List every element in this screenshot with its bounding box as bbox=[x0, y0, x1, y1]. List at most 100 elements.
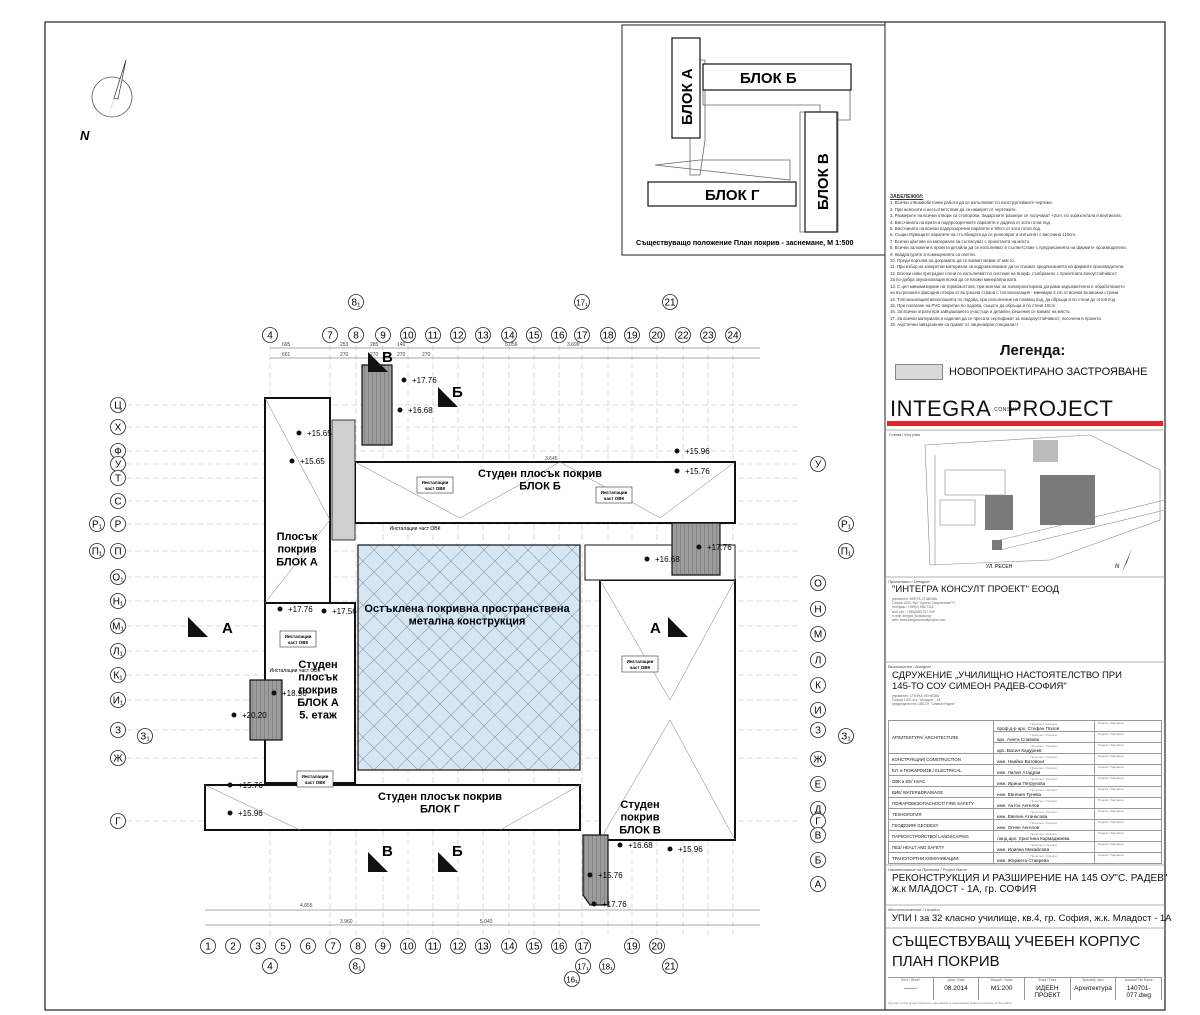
team-member: инж. Ирина Петрунова bbox=[997, 780, 1046, 786]
section-marker-А: А bbox=[188, 617, 233, 637]
team-member: инж. Антон Ангелов bbox=[997, 802, 1040, 808]
team-role: ЕЛ. и ПОЖАРОИЗВ./ ELECTRICAL bbox=[888, 764, 994, 776]
svg-text:П: П bbox=[114, 547, 121, 558]
grid-column-lower-2: 17₁ bbox=[575, 958, 591, 974]
grid-row-right-16: Б bbox=[810, 852, 826, 868]
grid-column-top-7: 7 bbox=[322, 327, 338, 343]
grid-column-top-11: 11 bbox=[425, 327, 441, 343]
grid-column-bottom-15: 15 bbox=[526, 938, 542, 954]
dimension-label: 5.056 bbox=[505, 342, 518, 348]
svg-text:+15.76: +15.76 bbox=[685, 467, 710, 476]
dimension-label: 4.055 bbox=[300, 903, 313, 909]
svg-text:Б: Б bbox=[815, 856, 822, 867]
svg-text:+16.68: +16.68 bbox=[655, 555, 680, 564]
team-role: ТРАНСПОРТНИ КОМУНИКАЦИИ bbox=[888, 852, 994, 864]
dimension-label: 3.645 bbox=[545, 456, 558, 462]
grid-column-upper-0: 8₁ bbox=[348, 294, 364, 310]
svg-text:Ж: Ж bbox=[813, 755, 823, 766]
grid-row-right-1: Р₁ bbox=[838, 516, 854, 532]
inset-block-a: БЛОК А bbox=[679, 68, 696, 125]
svg-text:С: С bbox=[114, 497, 121, 508]
inset-block-v: БЛОК В bbox=[815, 153, 832, 210]
grid-column-top-24: 24 bbox=[725, 327, 741, 343]
svg-text:17: 17 bbox=[576, 331, 588, 342]
svg-text:14: 14 bbox=[503, 942, 515, 953]
signature-field: Подпис / Signature bbox=[1094, 819, 1162, 831]
new-stair-tower-south bbox=[582, 834, 609, 906]
grid-column-top-22: 22 bbox=[675, 327, 691, 343]
signature-field: Подпис / Signature bbox=[1094, 764, 1162, 776]
location-caption: Местоположение / Location bbox=[888, 907, 940, 912]
elevation-mark: +16.68 bbox=[397, 406, 433, 415]
elevation-mark: +16.68 bbox=[644, 555, 680, 564]
signature-field: Подпис / Signature bbox=[1094, 786, 1162, 798]
svg-text:17₁: 17₁ bbox=[577, 963, 589, 972]
name-caption: Проектант / Designer bbox=[1030, 743, 1058, 748]
name-caption: Проектант / Designer bbox=[1030, 820, 1058, 825]
svg-text:18₁: 18₁ bbox=[601, 963, 613, 972]
svg-text:8: 8 bbox=[355, 942, 361, 953]
grid-column-bottom-19: 19 bbox=[624, 938, 640, 954]
note-item: 18. Акустични завършения са правят от ли… bbox=[890, 322, 1019, 328]
sheet-border bbox=[44, 21, 1166, 1011]
dimension-label: 661 bbox=[282, 352, 291, 358]
grid-column-bottom-10: 10 bbox=[400, 938, 416, 954]
signature-field: Подпис / Signature bbox=[1094, 841, 1162, 853]
block-v-roof bbox=[599, 579, 736, 841]
grid-column-bottom-3: 3 bbox=[250, 938, 266, 954]
svg-text:7: 7 bbox=[330, 942, 336, 953]
svg-text:19: 19 bbox=[626, 942, 638, 953]
name-caption: Проектант / Designer bbox=[1030, 732, 1058, 737]
svg-text:Г: Г bbox=[815, 817, 821, 828]
grid-row-left-15: И₁ bbox=[110, 692, 126, 708]
team-role: ПБЗ/ HEALT AND SAFETY bbox=[888, 841, 994, 853]
note-item: 8. Всички заложени в проекта детайли да … bbox=[890, 245, 1127, 251]
dimension-label: 270 bbox=[370, 352, 379, 358]
elevation-mark: +15.76 bbox=[587, 871, 623, 880]
svg-text:14: 14 bbox=[503, 331, 515, 342]
grid-row-left-17: З₁ bbox=[137, 728, 153, 744]
svg-text:+15.65: +15.65 bbox=[300, 457, 325, 466]
note-item: 10. Преди поръчка на дограмата да се взе… bbox=[890, 258, 1015, 264]
svg-text:Р₁: Р₁ bbox=[92, 520, 103, 531]
note-item: 7. Всички цветове на материала за съглас… bbox=[890, 238, 1031, 244]
note-item: 11. При избор на конкретни материали за … bbox=[890, 264, 1125, 270]
svg-text:+15.76: +15.76 bbox=[598, 871, 623, 880]
team-member: арх. Васил Кадуреев bbox=[997, 747, 1042, 753]
team-member: арх. Анета Славова bbox=[997, 736, 1040, 742]
dimension-label: 3.699 bbox=[567, 342, 580, 348]
svg-text:+17.76: +17.76 bbox=[412, 376, 437, 385]
signature-field: Подпис / Signature bbox=[1094, 797, 1162, 809]
dimension-label: 146 bbox=[397, 342, 406, 348]
svg-text:З₁: З₁ bbox=[140, 732, 150, 743]
name-caption: Проектант / Designer bbox=[1030, 831, 1058, 836]
elevation-mark: +17.76 bbox=[401, 376, 437, 385]
grid-row-right-9: З bbox=[810, 722, 826, 738]
svg-text:13: 13 bbox=[477, 942, 489, 953]
team-role: ВИК/ WATER&DRAINAGE bbox=[888, 786, 994, 798]
legend-title: Легенда: bbox=[1000, 342, 1066, 359]
grid-row-left-9: П bbox=[110, 543, 126, 559]
hvac-unit bbox=[621, 655, 659, 673]
roof-slope-lines bbox=[204, 397, 736, 841]
legend-swatch bbox=[895, 364, 943, 380]
elevation-mark: +16.68 bbox=[617, 841, 653, 850]
svg-text:15: 15 bbox=[528, 942, 540, 953]
grid-column-bottom-14: 14 bbox=[501, 938, 517, 954]
svg-text:Н: Н bbox=[814, 605, 821, 616]
note-item: 4. Височината на врати и подпрозоречните… bbox=[890, 219, 1052, 225]
svg-text:24: 24 bbox=[727, 331, 739, 342]
svg-text:З: З bbox=[815, 726, 821, 737]
svg-text:19: 19 bbox=[626, 331, 638, 342]
